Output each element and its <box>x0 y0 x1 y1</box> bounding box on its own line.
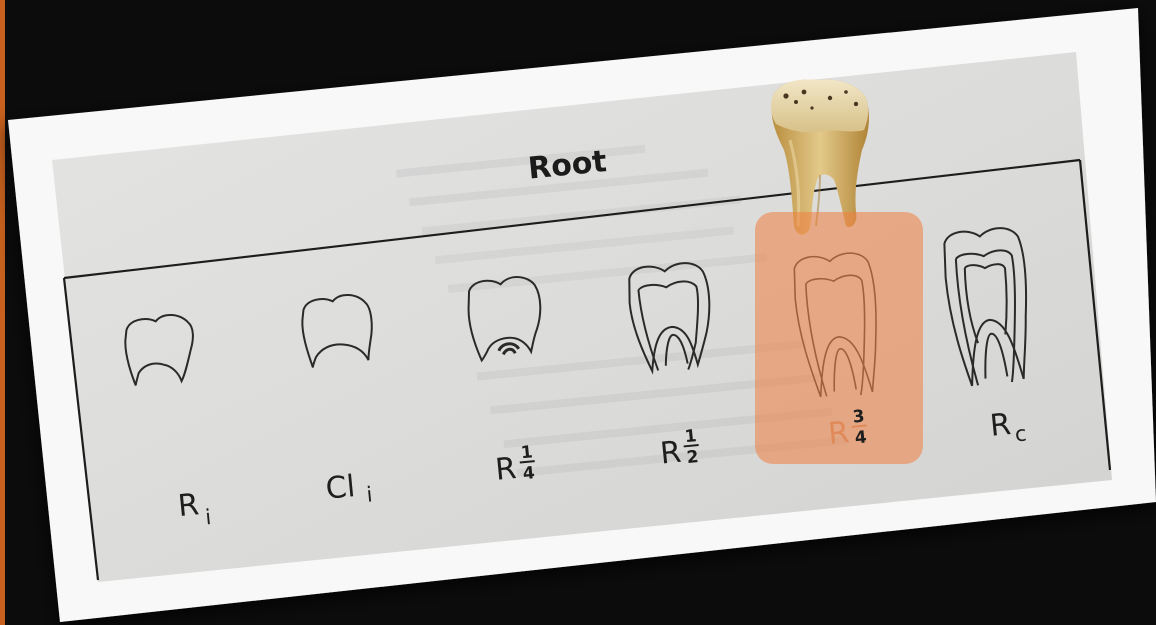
svg-text:4: 4 <box>854 427 868 448</box>
svg-text:3: 3 <box>852 407 866 428</box>
svg-text:R: R <box>988 407 1012 444</box>
svg-text:1: 1 <box>520 442 534 463</box>
svg-text:c: c <box>1014 422 1028 447</box>
svg-text:2: 2 <box>686 447 700 468</box>
svg-text:R: R <box>827 415 851 452</box>
svg-text:R: R <box>494 451 518 488</box>
svg-text:R: R <box>176 487 200 524</box>
svg-text:Cl: Cl <box>324 469 357 507</box>
svg-text:1: 1 <box>684 426 698 447</box>
svg-text:R: R <box>659 435 683 472</box>
svg-text:4: 4 <box>522 463 536 484</box>
